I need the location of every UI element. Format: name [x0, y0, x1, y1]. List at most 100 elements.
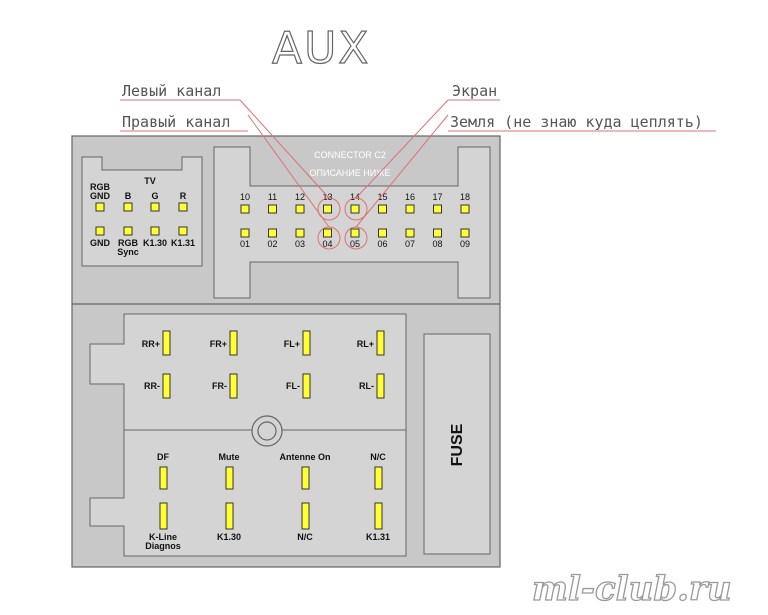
- c2-pin-05: [350, 228, 360, 238]
- leader-screen: [355, 99, 449, 199]
- tv-top-label-3: R: [180, 191, 187, 201]
- speaker-pin-bottom-2: [302, 373, 311, 399]
- annotation-ground: Земля (не знаю куда цеплять): [450, 113, 703, 131]
- c2-pin-17: [433, 204, 442, 214]
- tv-top-label-0-b: GND: [90, 191, 111, 201]
- c2-pin-03: [295, 228, 305, 238]
- c2-top-label-0: 10: [240, 192, 250, 202]
- tv-top-label-2: G: [151, 191, 158, 201]
- c2-pin-18: [460, 204, 470, 214]
- speaker-bottom-row: RR- FR- FL- RL-: [144, 373, 385, 399]
- c2-pin-01: [240, 228, 250, 238]
- power-label-top-3: N/C: [370, 452, 386, 462]
- speaker-pin-top-3: [376, 330, 385, 356]
- tv-block: [81, 156, 203, 267]
- speaker-label-bottom-3: RL-: [359, 381, 374, 391]
- power-speaker-block: [89, 313, 407, 557]
- c2-pin-12: [295, 204, 305, 214]
- c2-bottom-label-5: 06: [377, 239, 387, 249]
- speaker-label-bottom-1: FR-: [212, 381, 227, 391]
- speaker-pin-bottom-0: [162, 373, 171, 399]
- power-label-bottom-3: K1.31: [366, 532, 390, 542]
- tv-bottom-pin-0: [95, 226, 105, 236]
- power-top-row: DF Mute Antenne On N/C: [157, 452, 386, 490]
- c2-pin-13: [323, 204, 332, 214]
- tv-bottom-label-0: GND: [90, 238, 111, 248]
- speaker-label-bottom-0: RR-: [144, 381, 160, 391]
- power-pin-top-3: [374, 466, 383, 490]
- fuse-label: FUSE: [449, 423, 466, 466]
- annotation-left-channel: Левый канал: [122, 82, 221, 100]
- power-pin-bottom-3: [374, 502, 383, 530]
- leader-left: [239, 99, 330, 199]
- annotation-right-channel: Правый канал: [122, 113, 230, 131]
- c2-top-label-1: 11: [268, 192, 277, 202]
- c2-top-label-7: 17: [432, 192, 442, 202]
- diagram-title: AUX: [272, 23, 370, 74]
- speaker-top-row: RR+FR+FL+RL+: [142, 330, 385, 356]
- c2-pin-09: [460, 228, 470, 238]
- leader-ground: [355, 114, 449, 228]
- c2-bottom-label-7: 08: [432, 239, 442, 249]
- c2-top-label-5: 15: [377, 192, 387, 202]
- c2-pin-07: [405, 228, 415, 238]
- center-bolt-inner: [257, 421, 277, 441]
- speaker-label-top-3: RL+: [357, 339, 374, 349]
- connector-c2-subtitle: ОПИСАНИЕ НИЖЕ: [310, 168, 391, 178]
- tv-bottom-pin-2: [150, 226, 160, 236]
- c2-top-label-6: 16: [405, 192, 415, 202]
- tv-title: TV: [144, 176, 156, 186]
- power-label-top-1: Mute: [219, 452, 240, 462]
- tv-bottom-label-3: K1.31: [171, 238, 195, 248]
- power-pin-bottom-2: [301, 502, 310, 530]
- power-label-bottom-0-a: K-Line: [149, 532, 177, 542]
- connector-c2-title: CONNECTOR C2: [314, 150, 386, 160]
- tv-top-pin-2: [150, 202, 160, 212]
- power-label-top-0: DF: [157, 452, 169, 462]
- c2-bottom-label-3: 04: [322, 239, 332, 249]
- power-pin-top-2: [301, 466, 310, 490]
- tv-bottom-pin-3: [178, 226, 188, 236]
- power-label-top-2: Antenne On: [280, 452, 331, 462]
- c2-top-row: 101112131415161718: [240, 192, 470, 214]
- c2-pin-15: [378, 204, 387, 214]
- connector-c2-block: [213, 146, 491, 299]
- c2-top-label-8: 18: [460, 192, 470, 202]
- fuse-slot: [423, 333, 491, 555]
- c2-pin-08: [433, 228, 442, 238]
- c2-pin-11: [268, 204, 277, 214]
- tv-top-pin-1: [123, 202, 133, 212]
- tv-top-pin-3: [178, 202, 188, 212]
- c2-bottom-label-0: 01: [240, 239, 250, 249]
- speaker-pin-bottom-3: [376, 373, 385, 399]
- c2-pin-06: [378, 228, 387, 238]
- power-label-bottom-1: K1.30: [217, 532, 241, 542]
- speaker-pin-bottom-1: [229, 373, 238, 399]
- power-label-bottom-0-b: Diagnos: [145, 541, 181, 551]
- speaker-label-bottom-2: FL-: [286, 381, 300, 391]
- power-label-bottom-2: N/C: [297, 532, 313, 542]
- watermark: ml-club.ru: [532, 569, 732, 609]
- tv-bottom-label-1-a: RGB: [118, 238, 139, 248]
- power-pin-bottom-0: [159, 502, 168, 530]
- c2-bottom-label-2: 03: [295, 239, 305, 249]
- c2-pin-02: [268, 228, 277, 238]
- power-pin-top-0: [159, 466, 168, 490]
- tv-bottom-label-1-b: Sync: [117, 247, 139, 257]
- tv-top-label-0-a: RGB: [90, 182, 111, 192]
- c2-bottom-label-6: 07: [405, 239, 415, 249]
- speaker-label-top-2: FL+: [284, 339, 300, 349]
- c2-bottom-label-8: 09: [460, 239, 470, 249]
- tv-bottom-label-2: K1.30: [143, 238, 167, 248]
- power-pin-bottom-1: [225, 502, 234, 530]
- power-pin-top-1: [225, 466, 234, 490]
- leader-right: [247, 114, 330, 228]
- speaker-pin-top-0: [162, 330, 171, 356]
- c2-bottom-label-4: 05: [350, 239, 360, 249]
- c2-top-label-4: 14: [350, 192, 360, 202]
